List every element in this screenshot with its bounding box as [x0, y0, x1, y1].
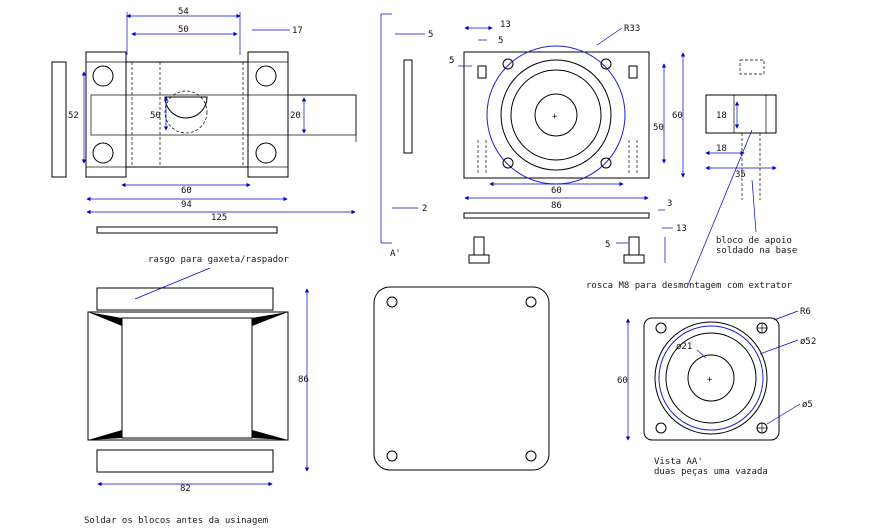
center-bore	[534, 93, 578, 137]
cylinder-end-body	[463, 51, 650, 179]
top-block	[96, 287, 274, 311]
bottom-block	[96, 449, 274, 473]
flange-center-mark: +	[707, 375, 713, 385]
note-soldar: Soldar os blocos antes da usinagem	[84, 516, 268, 526]
dim-20: 20	[290, 111, 301, 121]
plan-body	[87, 311, 289, 441]
base-outline	[85, 61, 289, 168]
rod	[90, 94, 357, 136]
bolts: 13 5	[468, 224, 687, 264]
radius-33: R33	[624, 24, 640, 34]
dim-50-height: 50	[653, 123, 664, 133]
plate-strip	[463, 212, 650, 219]
dia-52: ø52	[800, 337, 816, 347]
piston-half	[164, 96, 208, 119]
dia-5: ø5	[802, 400, 813, 410]
support-block	[705, 94, 777, 134]
dim-50-mid: 50	[150, 111, 161, 121]
bottom-plate-strip	[96, 226, 278, 234]
cylinder-body	[125, 61, 249, 168]
note-rosca: rosca M8 para desmontagem com extrator	[586, 281, 792, 291]
bolt-hole-tl	[92, 65, 114, 87]
bolt-hole-bl	[92, 142, 114, 164]
dim-5-side: 5	[428, 30, 433, 40]
dim-2: 2	[422, 204, 427, 214]
note-rasgo: rasgo para gaxeta/raspador	[148, 255, 289, 265]
dim-5-a: 5	[498, 36, 503, 46]
side-section-view: A' 5 2	[380, 13, 433, 259]
side-plate	[403, 59, 413, 154]
flange-plate	[643, 317, 780, 441]
note-bloco-apoio-1: bloco de apoio	[716, 236, 792, 246]
dim-86-b: 86	[298, 375, 309, 385]
left-plate-hatched	[51, 61, 67, 178]
section-mark-a: A'	[390, 249, 401, 259]
dim-5-b: 5	[449, 56, 454, 66]
dim-18-a: 18	[716, 111, 727, 121]
radius-6: R6	[800, 307, 811, 317]
note-vista-1: Vista AA'	[654, 457, 703, 467]
center-mark: +	[552, 112, 558, 122]
dim-35: 35	[735, 170, 746, 180]
dim-60-b: 60	[551, 186, 562, 196]
cylinder-end-view: + 13 5 5 R33 60 50 60 86 3	[449, 20, 686, 219]
dim-52: 52	[68, 111, 79, 121]
dim-17: 17	[292, 26, 303, 36]
bolt-hole-br	[255, 142, 277, 164]
dim-54: 54	[178, 7, 189, 17]
front-assembly-view: 54 50 17 52 50 20 60 94 125	[51, 7, 357, 234]
square-plate-view	[373, 286, 550, 471]
dim-18-b: 18	[716, 144, 727, 154]
dia-21: ø21	[676, 342, 692, 352]
dim-86-a: 86	[551, 201, 562, 211]
dim-60-height: 60	[672, 111, 683, 121]
dim-50-top: 50	[178, 25, 189, 35]
dim-60-c: 60	[617, 376, 628, 386]
plan-view: rasgo para gaxeta/raspador 86 82 Soldar …	[84, 255, 310, 526]
note-vista-2: duas peças uma vazada	[654, 467, 768, 477]
dim-60-a: 60	[181, 186, 192, 196]
dim-3: 3	[667, 199, 672, 209]
note-bloco-apoio-2: soldado na base	[716, 246, 797, 256]
dim-82: 82	[180, 484, 191, 494]
dim-13: 13	[500, 20, 511, 30]
dim-5-c: 5	[605, 240, 610, 250]
dim-13-b: 13	[676, 224, 687, 234]
square-plate	[373, 286, 550, 471]
dim-94: 94	[181, 200, 192, 210]
right-block	[247, 51, 289, 178]
left-block	[85, 51, 127, 178]
bolt-hole-tr	[255, 65, 277, 87]
support-block-view: 18 18 35 bloco de apoio soldado na base	[687, 59, 797, 286]
dim-125: 125	[211, 213, 227, 223]
flange-bore	[687, 354, 735, 402]
flange-view: + R6 ø21 ø52 ø5 60 Vista AA' duas peças …	[617, 307, 816, 477]
